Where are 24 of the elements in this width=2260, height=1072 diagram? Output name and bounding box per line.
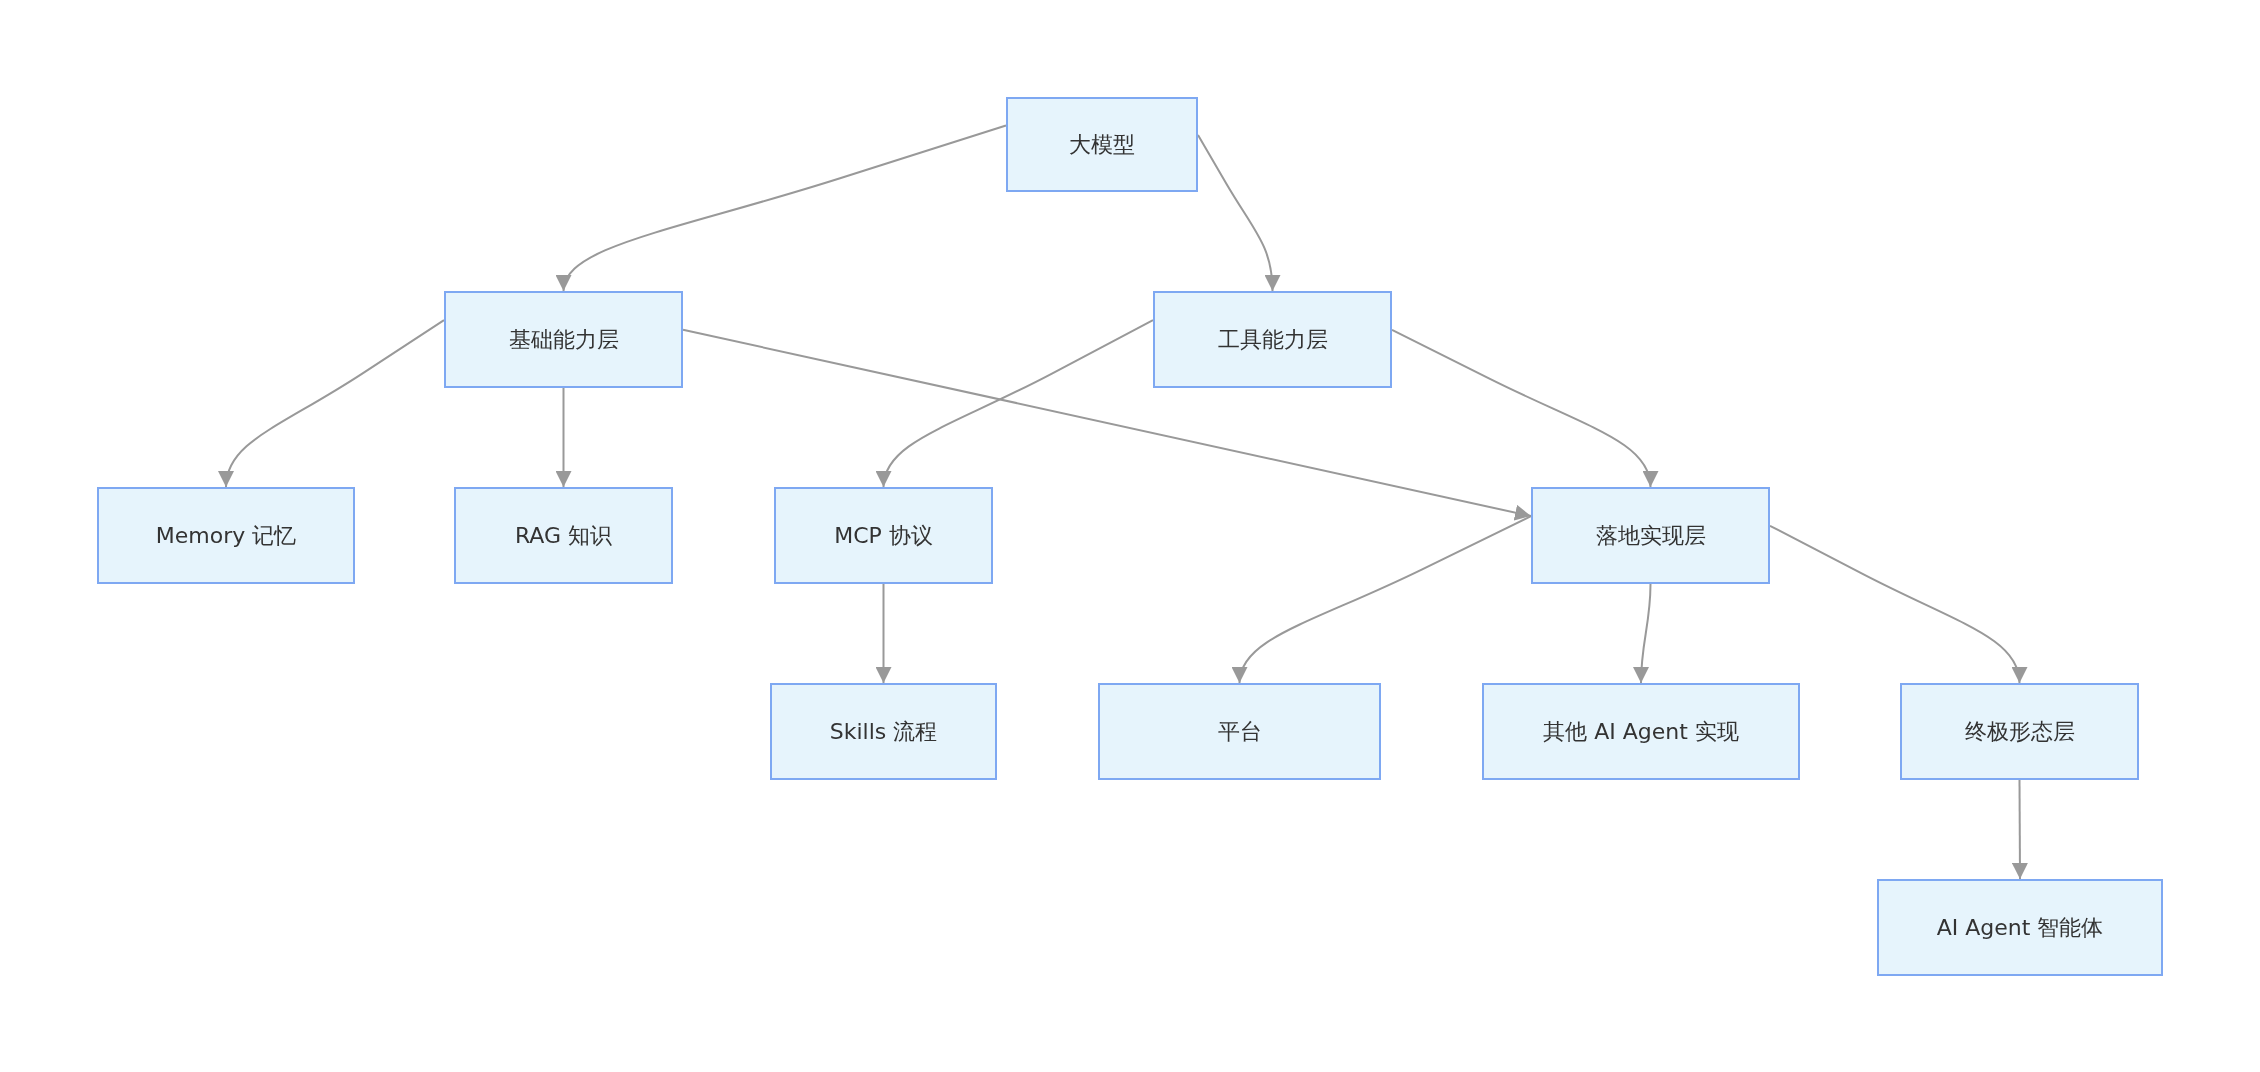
arrow	[1391, 328, 1657, 488]
arrow	[682, 328, 1532, 521]
process-box: 终极形态层	[1900, 683, 2139, 780]
arrow	[1197, 134, 1280, 292]
arrow	[1233, 515, 1532, 684]
process-box: 工具能力层	[1153, 291, 1392, 388]
process-box: MCP 协议	[774, 487, 993, 584]
arrow	[1633, 583, 1652, 684]
process-box: RAG 知识	[454, 487, 673, 584]
process-box: 大模型	[1006, 97, 1198, 192]
process-box: 落地实现层	[1531, 487, 1770, 584]
arrow	[875, 583, 892, 684]
process-box: AI Agent 智能体	[1877, 879, 2163, 976]
arrow	[1769, 524, 2026, 684]
arrow	[559, 124, 1007, 292]
arrow	[2011, 779, 2028, 880]
process-box: Memory 记忆	[97, 487, 355, 584]
process-box: Skills 流程	[770, 683, 997, 780]
arrow	[877, 319, 1154, 488]
process-box: 平台	[1098, 683, 1381, 780]
arrow	[219, 319, 445, 488]
process-box: 其他 AI Agent 实现	[1482, 683, 1800, 780]
arrow	[555, 387, 572, 488]
process-box: 基础能力层	[444, 291, 683, 388]
